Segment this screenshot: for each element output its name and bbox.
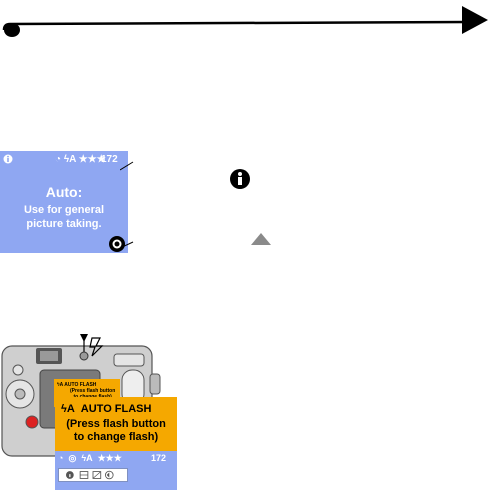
lcd-mode-title: Auto:	[45, 184, 83, 200]
flash-message-line1: (Press flash button	[66, 418, 166, 430]
lcd-description-line2: picture taking.	[26, 218, 102, 230]
timer-icon: ◔	[58, 453, 64, 463]
sound-icon	[104, 470, 114, 480]
flash-menu-icons	[58, 468, 128, 482]
flash-small-line1: (Press flash button	[70, 388, 116, 394]
lcd-status-bar: ◔ ϟA ★★★ 172	[0, 154, 128, 168]
next-arrow-icon	[462, 6, 488, 34]
flash-small-title: ϟA AUTO FLASH	[57, 382, 97, 388]
flash-heading: ϟA AUTO FLASH	[61, 403, 151, 415]
exposure-icon	[92, 471, 102, 479]
lcd-mode-icons: ◔ ϟA ★★★	[55, 154, 106, 165]
flash-heading-text: AUTO FLASH	[80, 403, 152, 415]
flash-status-icons: ◔ ◎ ϟA ★★★	[58, 453, 122, 464]
flash-auto-icon: ϟA	[61, 403, 75, 415]
up-arrow-icon	[251, 233, 271, 245]
lcd-mode-description: Use for general picture taking.	[0, 203, 128, 231]
info-button-icon	[230, 169, 250, 189]
lcd-description-line1: Use for general	[23, 204, 105, 216]
picture-count: 172	[151, 453, 167, 463]
self-timer-icon: ◎	[68, 453, 77, 463]
flash-message-line2: to change flash)	[73, 431, 159, 443]
flash-message: (Press flash button to change flash)	[55, 418, 177, 444]
picture-count: 172	[101, 154, 118, 165]
flash-lcd-status: ◔ ◎ ϟA ★★★ 172	[55, 451, 177, 490]
flash-auto-icon: ϟA	[63, 154, 76, 165]
timer-icon: ◔	[55, 154, 62, 165]
quality-stars: ★★★	[78, 154, 106, 165]
lcd-auto-screen: ◔ ϟA ★★★ 172 Auto: Use for general pictu…	[0, 151, 128, 253]
callout-line-bottom	[120, 241, 134, 249]
header-rule	[2, 6, 488, 37]
quality-stars: ★★★	[97, 453, 122, 463]
flash-auto-icon: ϟA	[81, 453, 93, 463]
info-icon	[3, 154, 13, 164]
flash-lcd-large: ϟA AUTO FLASH (Press flash button to chan…	[55, 397, 177, 451]
callout-line-top	[120, 161, 134, 171]
